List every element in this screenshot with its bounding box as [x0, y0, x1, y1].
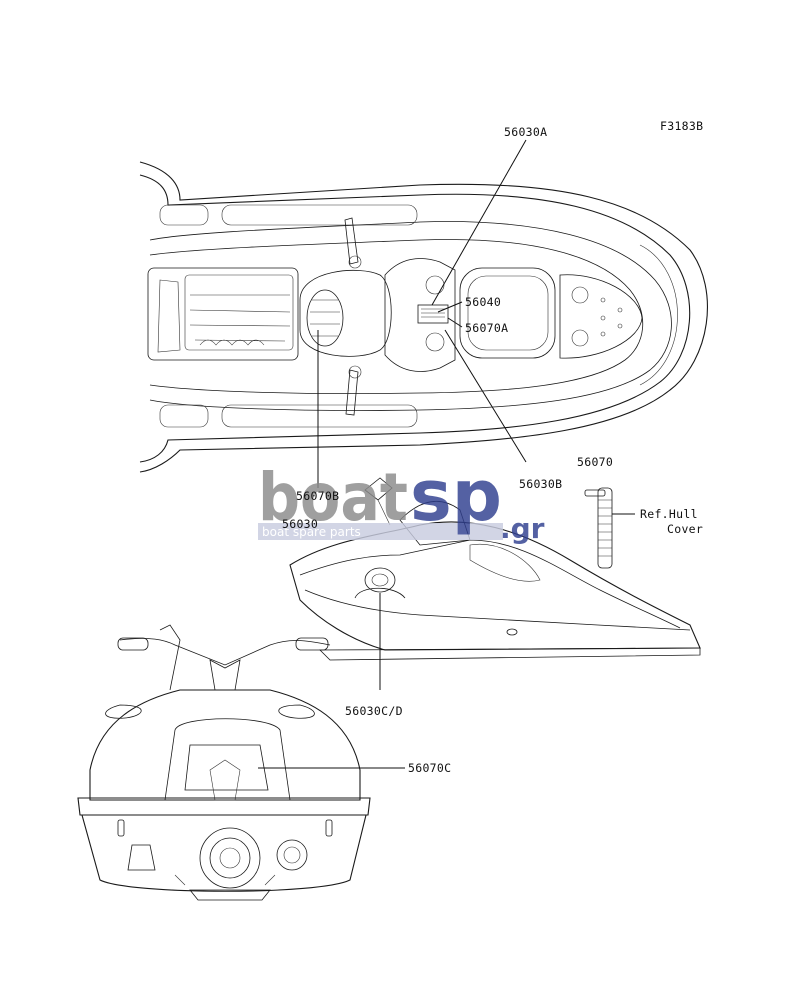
rear-view-drawing: [77, 624, 371, 901]
part-labels: F3183B 56030A 56040 56070A 56030B 56070 …: [282, 119, 703, 775]
label-56070B: 56070B: [296, 489, 339, 503]
top-view-drawing: [139, 161, 708, 473]
label-56070A: 56070A: [465, 321, 508, 335]
label-56030A: 56030A: [504, 125, 547, 139]
watermark-bar: [258, 523, 503, 540]
part-56070-strip: [584, 487, 613, 569]
label-56070: 56070: [577, 455, 613, 469]
label-56030CD: 56030C/D: [345, 704, 403, 718]
watermark-word-sp: sp: [410, 455, 502, 537]
watermark-suffix: .gr: [500, 512, 545, 545]
label-56030: 56030: [282, 517, 318, 531]
label-56030B: 56030B: [519, 477, 562, 491]
label-ref-cover: Cover: [667, 522, 703, 536]
watermark-word-boat: boat: [258, 459, 408, 536]
figure-code: F3183B: [660, 119, 703, 133]
leader-lines: [258, 139, 635, 769]
label-56040: 56040: [465, 295, 501, 309]
watermark: boat sp .gr boat spare parts: [258, 455, 545, 545]
label-ref-hull: Ref.Hull: [640, 507, 698, 521]
label-56070C: 56070C: [408, 761, 451, 775]
watermark-tagline: boat spare parts: [262, 525, 361, 539]
